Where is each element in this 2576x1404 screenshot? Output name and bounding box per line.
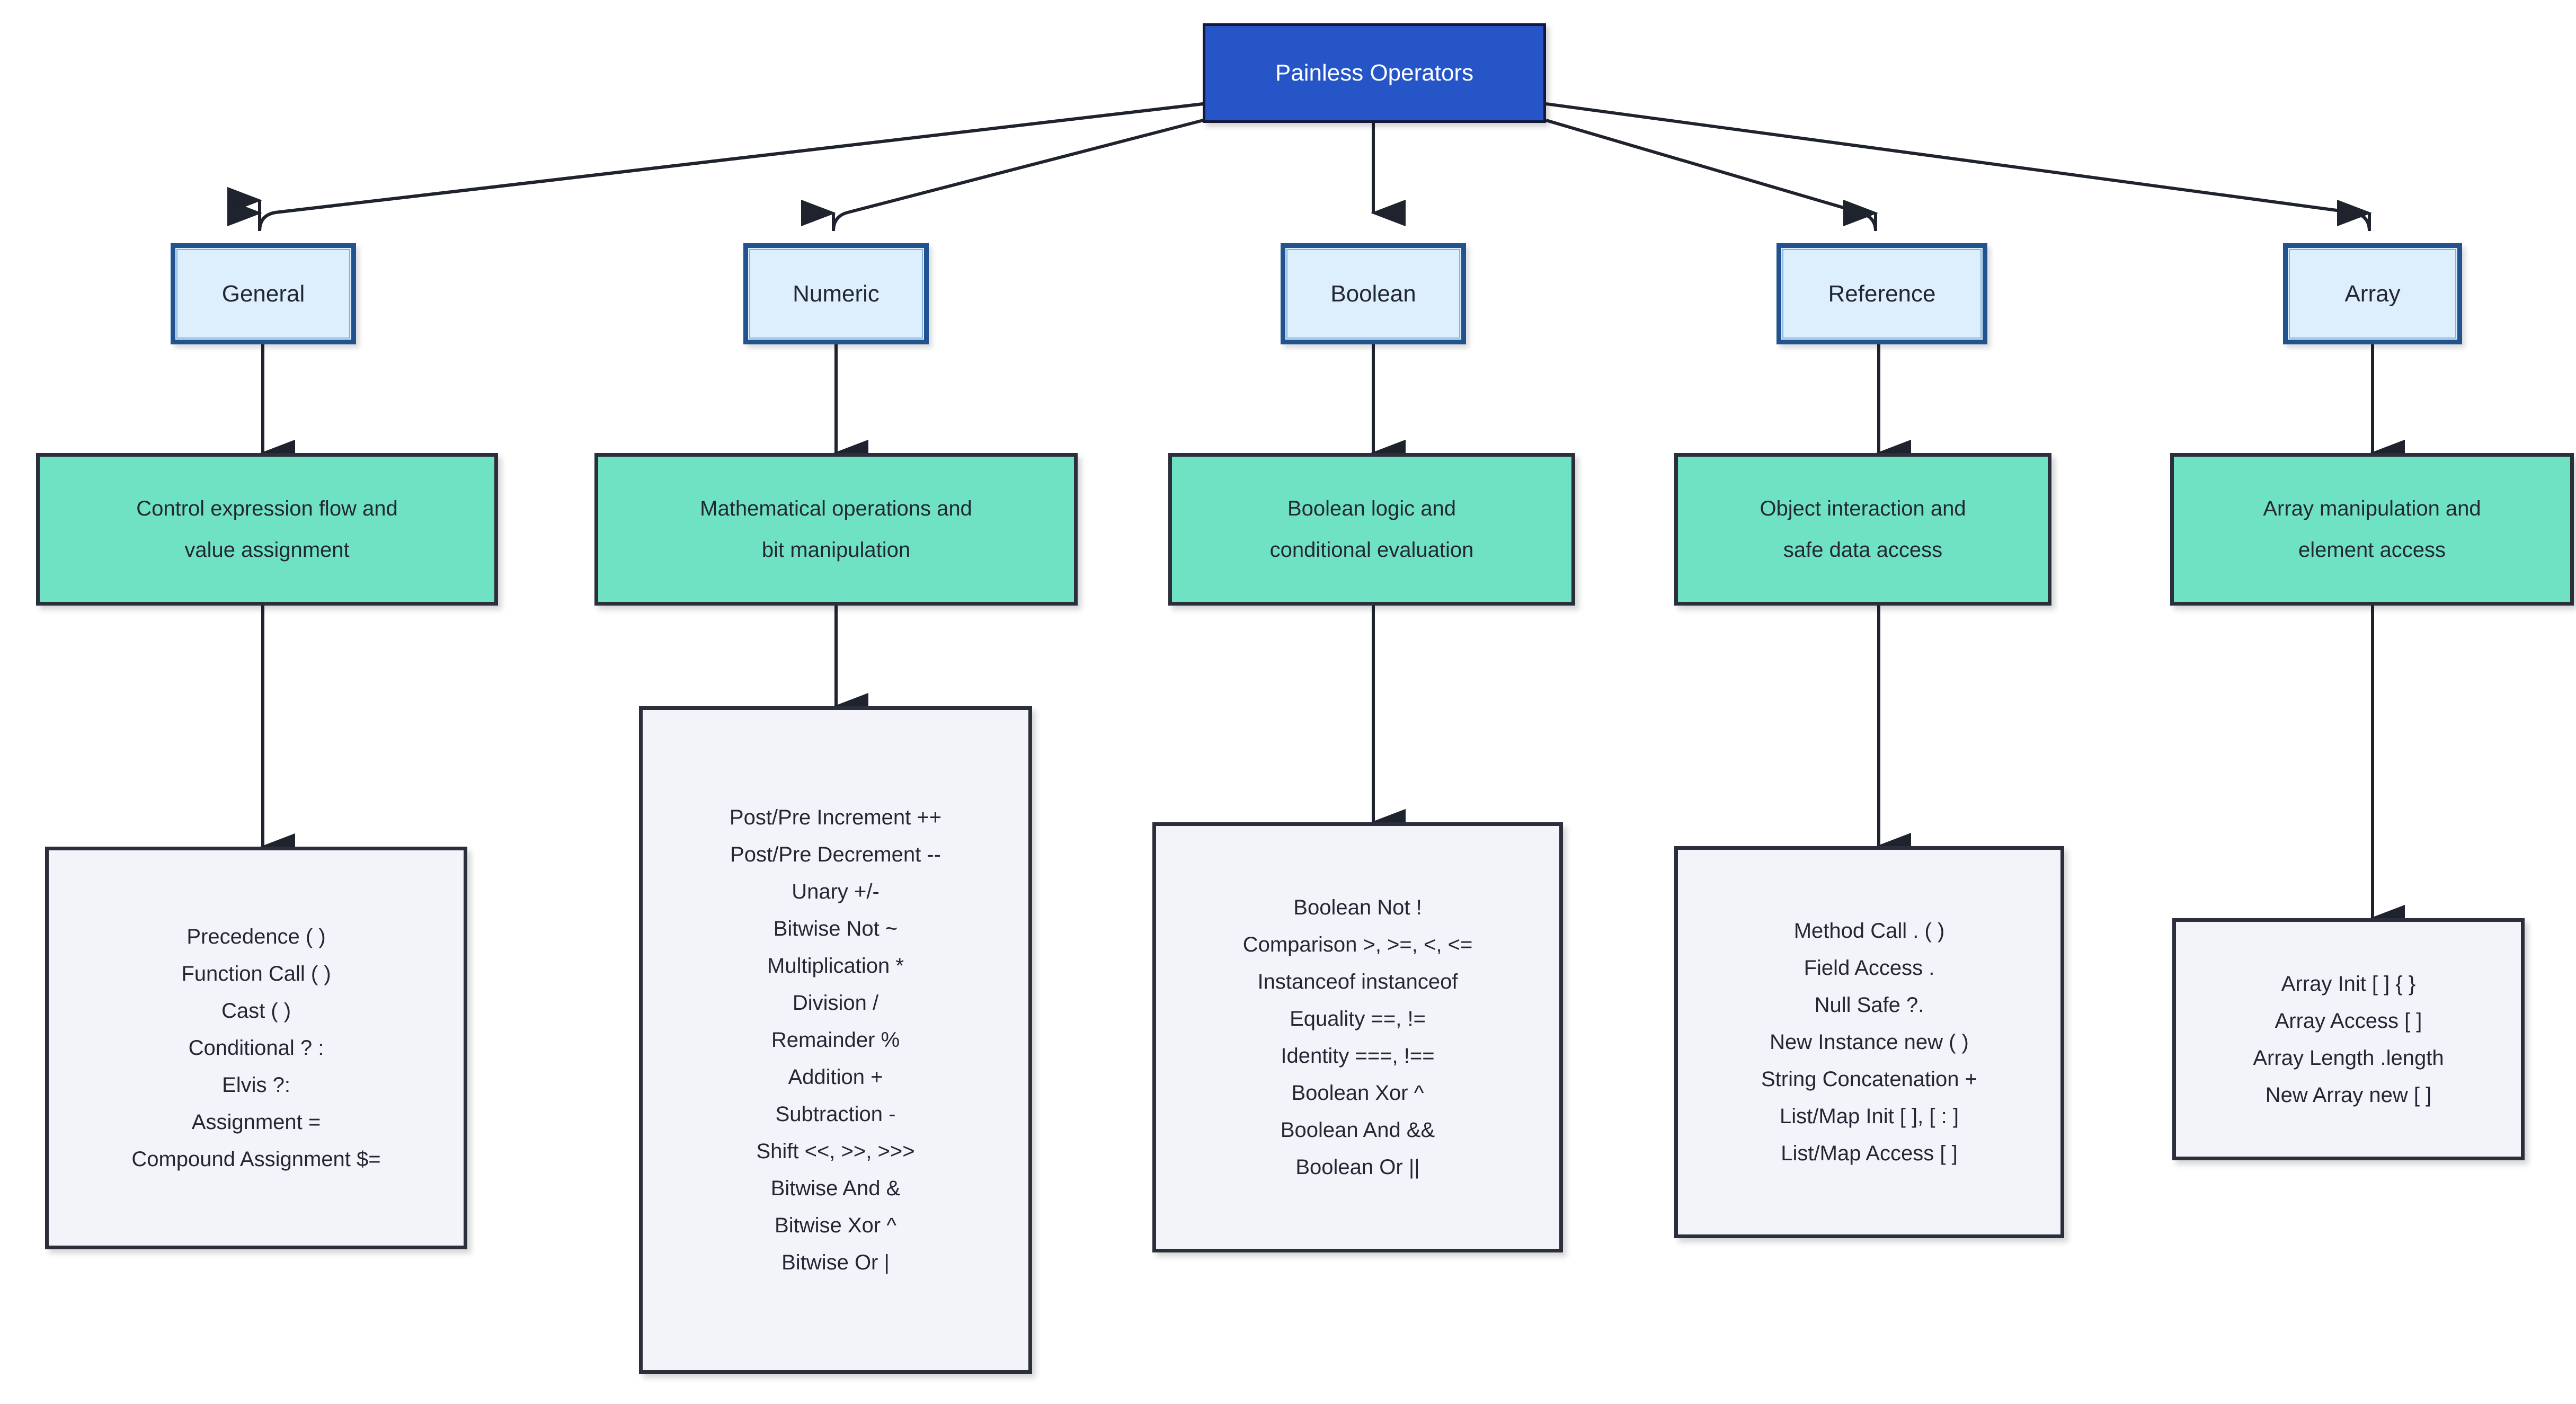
operator-item: Unary +/- <box>792 880 880 903</box>
category-node-numeric[interactable]: Numeric <box>743 243 929 344</box>
category-label-boolean: Boolean <box>1330 280 1416 307</box>
description-text-numeric: Mathematical operations and bit manipula… <box>700 497 972 562</box>
operator-item: Instanceof instanceof <box>1257 970 1458 993</box>
operator-item: Bitwise Not ~ <box>773 917 898 940</box>
operator-item: Remainder % <box>771 1028 900 1052</box>
operators-node-reference[interactable]: Method Call . ( ) Field Access . Null Sa… <box>1674 846 2064 1238</box>
operator-item: Boolean Xor ^ <box>1291 1081 1424 1105</box>
operator-item: Compound Assignment $= <box>131 1148 381 1171</box>
edge-root-reference <box>1545 119 1878 232</box>
operator-item: String Concatenation + <box>1761 1068 1978 1091</box>
operator-item: Null Safe ?. <box>1814 993 1924 1017</box>
edge-root-general <box>227 102 1204 232</box>
category-label-numeric: Numeric <box>793 280 880 307</box>
operator-item: Conditional ? : <box>188 1036 324 1060</box>
operator-item: Post/Pre Increment ++ <box>729 806 942 829</box>
description-text-boolean: Boolean logic and conditional evaluation <box>1269 497 1474 562</box>
description-text-array: Array manipulation and element access <box>2263 497 2481 562</box>
operator-item: New Instance new ( ) <box>1770 1030 1969 1054</box>
operator-item: Identity ===, !== <box>1281 1044 1435 1068</box>
operators-node-boolean[interactable]: Boolean Not ! Comparison >, >=, <, <= In… <box>1152 822 1563 1252</box>
operator-item: Field Access . <box>1804 956 1935 980</box>
description-node-reference[interactable]: Object interaction and safe data access <box>1674 453 2051 606</box>
category-node-reference[interactable]: Reference <box>1776 243 1987 344</box>
operators-node-array[interactable]: Array Init [ ] { } Array Access [ ] Arra… <box>2172 918 2525 1160</box>
operator-item: Division / <box>792 991 879 1015</box>
description-node-boolean[interactable]: Boolean logic and conditional evaluation <box>1168 453 1575 606</box>
description-node-numeric[interactable]: Mathematical operations and bit manipula… <box>594 453 1078 606</box>
category-label-general: General <box>221 280 305 307</box>
operator-item: List/Map Init [ ], [ : ] <box>1780 1105 1959 1128</box>
category-node-boolean[interactable]: Boolean <box>1281 243 1466 344</box>
category-node-general[interactable]: General <box>171 243 356 344</box>
operator-item: Array Length .length <box>2253 1046 2444 1070</box>
operator-item: Boolean Or || <box>1295 1156 1420 1179</box>
operator-item: Addition + <box>788 1065 883 1089</box>
operator-item: Boolean Not ! <box>1293 896 1422 919</box>
category-node-array[interactable]: Array <box>2283 243 2462 344</box>
operator-item: Cast ( ) <box>221 999 291 1023</box>
edge-root-numeric <box>801 119 1204 232</box>
operator-item: Function Call ( ) <box>181 962 331 985</box>
operators-node-general[interactable]: Precedence ( ) Function Call ( ) Cast ( … <box>45 847 467 1249</box>
operator-item: New Array new [ ] <box>2265 1083 2432 1107</box>
operator-item: Multiplication * <box>767 954 904 978</box>
root-node-label: Painless Operators <box>1275 60 1474 86</box>
operator-item: Precedence ( ) <box>186 925 326 948</box>
operator-item: Boolean And && <box>1280 1118 1435 1142</box>
operator-item: Shift <<, >>, >>> <box>756 1140 915 1163</box>
description-node-general[interactable]: Control expression flow and value assign… <box>36 453 498 606</box>
description-node-array[interactable]: Array manipulation and element access <box>2170 453 2574 606</box>
operator-item: Comparison >, >=, <, <= <box>1242 933 1473 956</box>
operator-item: Subtraction - <box>775 1103 896 1126</box>
operator-item: Bitwise Xor ^ <box>775 1214 896 1237</box>
edge-root-general-2 <box>227 102 1204 232</box>
operator-item: Assignment = <box>191 1110 321 1134</box>
edge-root-array <box>1545 102 2372 232</box>
root-node-painless-operators[interactable]: Painless Operators <box>1203 23 1546 123</box>
category-label-array: Array <box>2344 280 2401 307</box>
category-label-reference: Reference <box>1828 280 1936 307</box>
description-text-general: Control expression flow and value assign… <box>136 497 398 562</box>
operator-item: Elvis ?: <box>222 1073 290 1097</box>
operator-item: Array Access [ ] <box>2275 1009 2422 1033</box>
operator-item: Post/Pre Decrement -- <box>730 843 941 866</box>
operator-item: List/Map Access [ ] <box>1781 1142 1958 1165</box>
operator-item: Array Init [ ] { } <box>2281 972 2416 996</box>
operator-item: Method Call . ( ) <box>1793 919 1945 943</box>
operator-item: Bitwise And & <box>770 1177 901 1200</box>
description-text-reference: Object interaction and safe data access <box>1760 497 1966 562</box>
operator-item: Equality ==, != <box>1290 1007 1426 1030</box>
operators-node-numeric[interactable]: Post/Pre Increment ++ Post/Pre Decrement… <box>639 706 1032 1374</box>
operator-item: Bitwise Or | <box>781 1251 890 1274</box>
